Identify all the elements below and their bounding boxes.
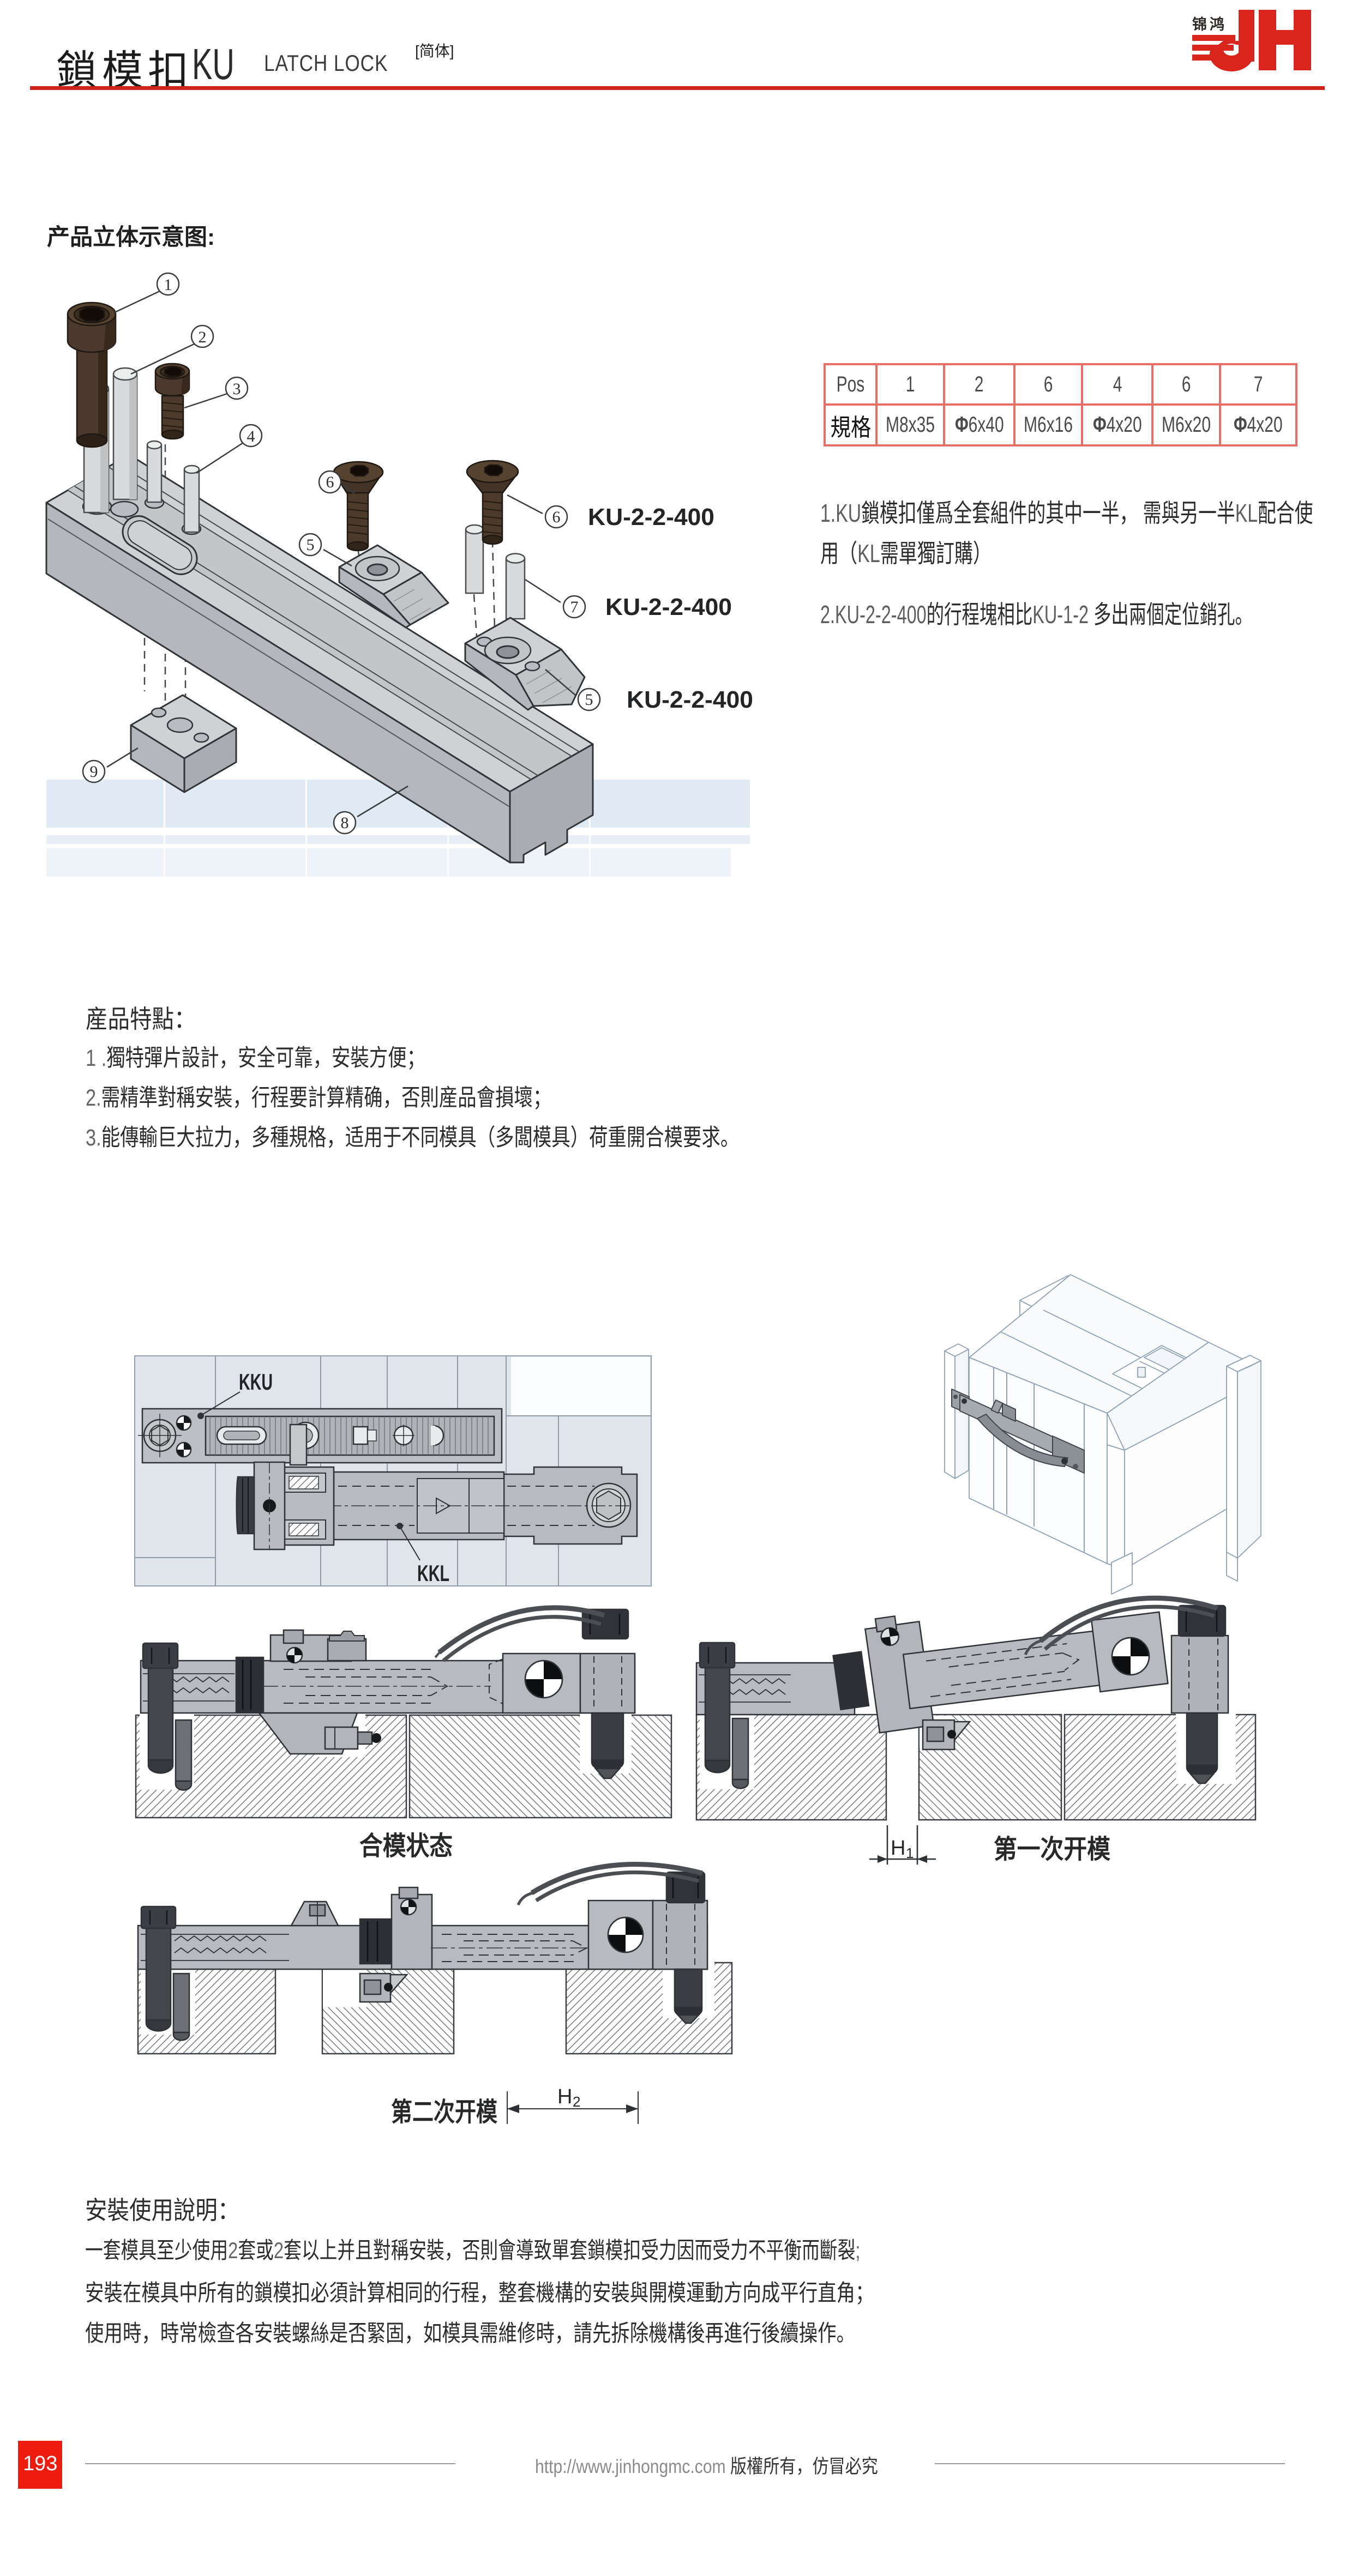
svg-text:KU-2-2-400: KU-2-2-400	[588, 504, 714, 530]
svg-text:4: 4	[247, 427, 255, 445]
svg-text:2: 2	[573, 2094, 580, 2110]
svg-text:6: 6	[552, 508, 561, 526]
svg-text:KKL: KKL	[417, 1560, 449, 1586]
svg-text:5: 5	[585, 691, 593, 709]
svg-text:2: 2	[199, 328, 207, 346]
svg-text:H: H	[891, 1837, 905, 1860]
svg-text:9: 9	[90, 763, 98, 781]
svg-text:1: 1	[164, 276, 172, 294]
svg-text:3: 3	[233, 380, 241, 398]
svg-text:H: H	[557, 2085, 572, 2108]
svg-text:7: 7	[570, 598, 579, 616]
svg-text:8: 8	[341, 814, 349, 832]
svg-text:锦鸿: 锦鸿	[1192, 16, 1227, 33]
svg-text:KU-2-2-400: KU-2-2-400	[605, 594, 732, 620]
svg-text:合模状态: 合模状态	[359, 1832, 453, 1861]
svg-text:6: 6	[326, 473, 334, 491]
svg-text:第二次开模: 第二次开模	[391, 2098, 497, 2127]
svg-text:第一次开模: 第一次开模	[994, 1835, 1110, 1864]
svg-text:KKU: KKU	[239, 1369, 273, 1395]
svg-text:KU-2-2-400: KU-2-2-400	[627, 686, 753, 713]
svg-text:1: 1	[906, 1845, 914, 1861]
svg-text:5: 5	[307, 536, 315, 554]
